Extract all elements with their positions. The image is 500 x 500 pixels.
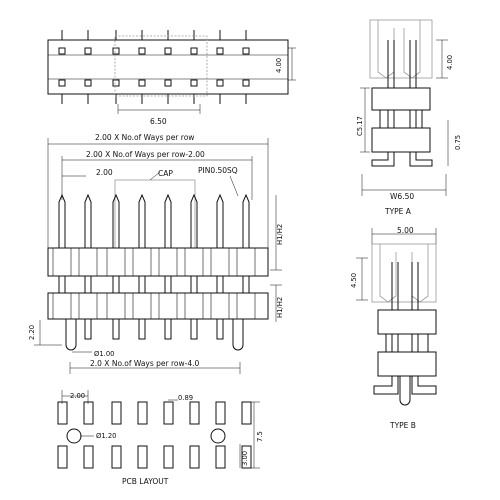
top-pin-square <box>112 47 120 55</box>
pcb-pad <box>57 401 68 425</box>
front-pin-tail <box>138 318 146 340</box>
dim-total-text: 2.00 X No.of Ways per row <box>95 133 194 142</box>
pcb-pad <box>241 401 252 425</box>
front-pin-middle <box>242 275 250 294</box>
pcb-dim-300: 3.00 <box>241 451 249 466</box>
type-b-dim-500: 5.00 <box>397 226 414 235</box>
pcb-pad <box>163 401 174 425</box>
front-pin-upper <box>58 193 66 248</box>
top-pitch-dim: 6.50 <box>150 117 167 126</box>
pcb-dim-75: 7.5 <box>256 431 264 442</box>
type-a-dim-650: W6.50 <box>390 192 414 201</box>
type-a-label: TYPE A <box>384 207 412 216</box>
pcb-pad <box>215 445 226 469</box>
front-pin-tail <box>112 318 120 340</box>
top-pin-square <box>190 79 198 87</box>
h1h2-upper-dim: H1/H2 <box>276 224 284 245</box>
type-a-dim-517: C5.17 <box>356 116 364 136</box>
top-pin-square <box>216 47 224 55</box>
front-pin-upper <box>190 193 198 248</box>
upper-housing-dividers <box>52 248 256 276</box>
pcb-pad <box>83 445 94 469</box>
dim-220: 2.20 <box>28 325 36 340</box>
type-a-dim-075: 0.75 <box>454 135 462 150</box>
type-b-dim-450: 4.50 <box>350 273 358 288</box>
front-pin-middle <box>216 275 224 294</box>
pcb-dim-200: 2.00 <box>70 392 85 400</box>
front-pin-middle <box>58 275 66 294</box>
pcb-layout-label: PCB LAYOUT <box>122 477 169 486</box>
pcb-pad <box>57 445 68 469</box>
front-pin-middle <box>84 275 92 294</box>
type-b-view: 5.00 4.50 TYPE B <box>350 226 437 430</box>
top-view: 6.50 4.00 <box>47 30 296 126</box>
dim-minus4-text: 2.0 X No.of Ways per row-4.0 <box>90 359 200 368</box>
front-pins-middle <box>58 275 250 294</box>
dim-pitch-text: 2.00 <box>96 168 113 177</box>
pcb-pad <box>111 445 122 469</box>
front-pin-upper <box>164 193 172 248</box>
front-pin-upper <box>216 193 224 248</box>
front-pin-middle <box>112 275 120 294</box>
top-pin-square <box>138 79 146 87</box>
type-b-label: TYPE B <box>389 421 416 430</box>
pcb-pad <box>189 445 200 469</box>
top-pin-square <box>112 79 120 87</box>
pcb-pad <box>111 401 122 425</box>
top-view-pins <box>58 30 250 104</box>
top-pin-square <box>190 47 198 55</box>
top-pin-square <box>216 79 224 87</box>
pcb-pad <box>137 445 148 469</box>
top-pin-square <box>58 47 66 55</box>
pcb-layout: 2.00 0.89 Ø1.20 7.5 3.00 PCB LAYOUT <box>57 390 264 486</box>
top-pin-square <box>58 79 66 87</box>
cap-label: CAP <box>158 169 173 178</box>
lower-housing-dividers <box>52 293 256 319</box>
front-pin-upper <box>138 193 146 248</box>
top-pin-square <box>84 79 92 87</box>
type-a-dim-400: 4.00 <box>446 55 454 70</box>
type-a-view: 4.00 C5.17 0.75 W6.50 TYPE A <box>356 19 462 216</box>
pcb-dim-089: 0.89 <box>178 394 193 402</box>
pcb-pads <box>57 401 252 469</box>
pin-size-label: PIN0.50SQ <box>198 166 238 175</box>
front-pins-upper <box>58 193 250 248</box>
top-pin-square <box>242 47 250 55</box>
front-pin-tail <box>190 318 198 340</box>
pcb-pad <box>163 445 174 469</box>
dim-minus-text: 2.00 X No.of Ways per row-2.00 <box>86 150 205 159</box>
front-pin-middle <box>164 275 172 294</box>
front-pin-tail <box>164 318 172 340</box>
top-pin-square <box>164 79 172 87</box>
pcb-pad <box>137 401 148 425</box>
top-pin-square <box>164 47 172 55</box>
pcb-pad <box>215 401 226 425</box>
pcb-pad <box>189 401 200 425</box>
h1h2-lower-dim: H1/H2 <box>276 297 284 318</box>
top-height-dim: 4.00 <box>275 58 283 73</box>
front-pin-upper <box>112 193 120 248</box>
top-pin-square <box>242 79 250 87</box>
front-pin-middle <box>138 275 146 294</box>
pcb-pad <box>241 445 252 469</box>
pcb-dim-hole: Ø1.20 <box>96 432 116 440</box>
top-pin-square <box>84 47 92 55</box>
dim-hole-front: Ø1.00 <box>94 350 114 358</box>
front-view: 2.00 X No.of Ways per row 2.00 X No.of W… <box>28 133 284 374</box>
front-pin-tail <box>84 318 92 340</box>
top-pin-square <box>138 47 146 55</box>
pcb-pad <box>83 401 94 425</box>
front-pins-tails <box>84 318 224 340</box>
front-pin-upper <box>242 193 250 248</box>
front-pin-tail <box>216 318 224 340</box>
front-pin-upper <box>84 193 92 248</box>
front-pin-middle <box>190 275 198 294</box>
